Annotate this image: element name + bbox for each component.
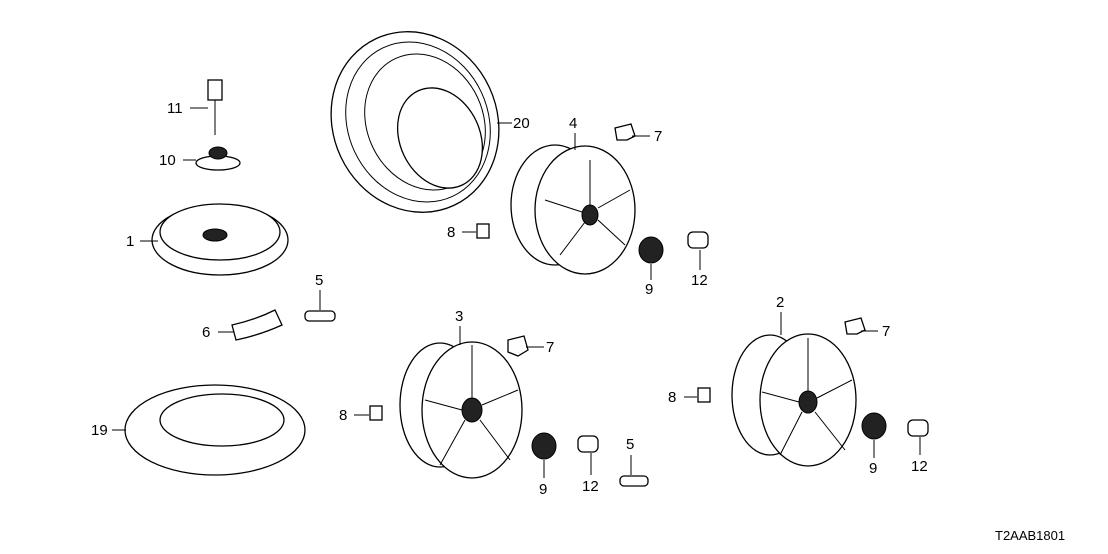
callout-4: 4 [569,115,578,132]
alloy-wheel-4[interactable] [510,144,636,275]
wheel-nut-12b[interactable] [577,435,599,453]
alloy-wheel-2[interactable] [731,333,857,467]
callout-8: 8 [339,407,348,424]
callout-12: 12 [911,458,928,475]
callout-5: 5 [315,272,324,289]
callout-19: 19 [91,422,108,439]
tpms-sensor-7c[interactable] [844,317,866,335]
tpms-sensor-7a[interactable] [614,123,636,141]
center-cap-9a[interactable] [638,236,664,264]
balance-weight-8c[interactable] [697,387,711,403]
callout-10: 10 [159,152,176,169]
valve-bolt-11[interactable] [207,79,223,135]
weight-strip-6[interactable] [231,309,283,341]
callout-9: 9 [539,481,548,498]
callout-12: 12 [582,478,599,495]
valve-5a[interactable] [304,310,336,322]
leader-lines [112,107,921,478]
center-cap-9c[interactable] [861,412,887,440]
balance-weight-8b[interactable] [369,405,383,421]
tire-20[interactable] [302,4,528,240]
diagram-code: T2AAB1801 [995,528,1066,543]
callout-7: 7 [654,128,663,145]
spare-wheel-1[interactable] [151,203,289,276]
wheel-nut-12a[interactable] [687,231,709,249]
callout-9: 9 [645,281,654,298]
balance-weight-8a[interactable] [476,223,490,239]
callout-6: 6 [202,324,211,341]
callout-7: 7 [882,323,891,340]
callout-7: 7 [546,339,555,356]
callout-3: 3 [455,308,464,325]
nut-10[interactable] [195,146,241,171]
callout-1: 1 [126,233,135,250]
callout-12: 12 [691,272,708,289]
spare-tire-19[interactable] [124,384,306,476]
callout-8: 8 [447,224,456,241]
callout-9: 9 [869,460,878,477]
callout-2: 2 [776,294,785,311]
tpms-sensor-7b[interactable] [507,335,529,357]
center-cap-9b[interactable] [531,432,557,460]
callout-5: 5 [626,436,635,453]
valve-5b[interactable] [619,475,649,487]
callout-20: 20 [513,115,530,132]
alloy-wheel-3[interactable] [399,341,523,479]
wheel-nut-12c[interactable] [907,419,929,437]
callout-11: 11 [167,100,183,117]
callout-8: 8 [668,389,677,406]
